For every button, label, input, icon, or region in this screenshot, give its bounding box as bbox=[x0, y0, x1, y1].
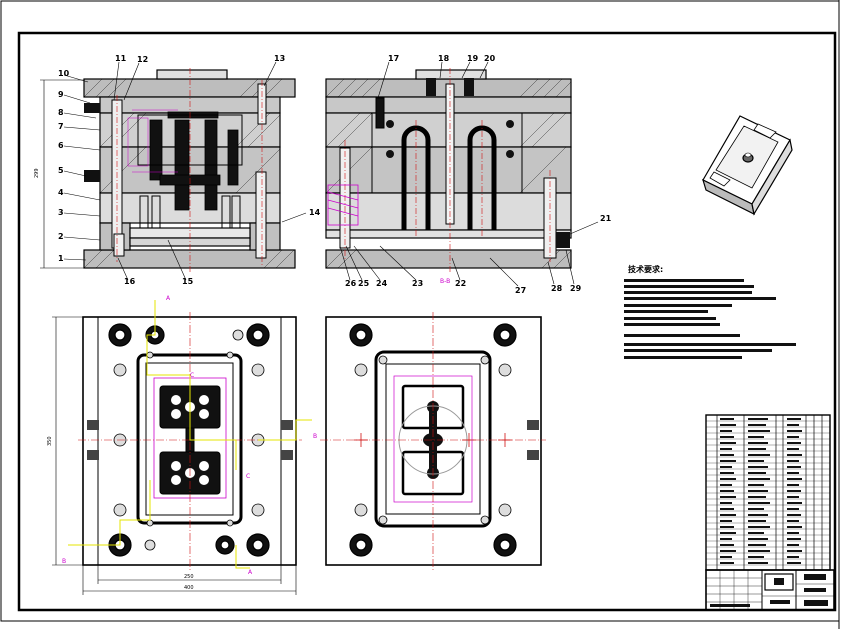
dim-400: 400 bbox=[184, 585, 194, 591]
part-label-19: 19 bbox=[467, 54, 479, 63]
part-label-10: 10 bbox=[58, 69, 70, 78]
part-label-6: 6 bbox=[58, 141, 64, 150]
part-label-18: 18 bbox=[438, 54, 450, 63]
technical-requirements: 技术要求: bbox=[624, 264, 796, 359]
part-label-3: 3 bbox=[58, 208, 64, 217]
part-label-1: 1 bbox=[58, 254, 64, 263]
part-label-25: 25 bbox=[358, 279, 370, 288]
part-label-20: 20 bbox=[484, 54, 496, 63]
part-label-16: 16 bbox=[124, 277, 136, 286]
tech-req-title: 技术要求: bbox=[628, 264, 663, 274]
bottom-right-plan-view bbox=[320, 312, 546, 570]
part-label-8: 8 bbox=[58, 108, 64, 117]
part-label-9: 9 bbox=[58, 90, 64, 99]
part-label-17: 17 bbox=[388, 54, 399, 63]
part-label-22: 22 bbox=[455, 279, 466, 288]
top-left-section-view: 299 10 9 8 7 6 5 4 3 2 1 11 12 13 bbox=[34, 54, 321, 286]
dim-350: 350 bbox=[47, 436, 53, 446]
section-mark-b-right: B bbox=[313, 433, 317, 440]
parts-list-table bbox=[705, 414, 831, 571]
part-label-7: 7 bbox=[58, 122, 64, 131]
part-label-27: 27 bbox=[515, 286, 526, 295]
part-label-2: 2 bbox=[58, 232, 64, 241]
section-mark-c-bottom: C bbox=[246, 473, 250, 480]
part-label-23: 23 bbox=[412, 279, 423, 288]
part-label-11: 11 bbox=[115, 54, 127, 63]
section-mark-a-bottom: A bbox=[248, 569, 253, 576]
part-label-13: 13 bbox=[274, 54, 285, 63]
part-label-5: 5 bbox=[58, 166, 64, 175]
dim-250: 250 bbox=[184, 574, 194, 580]
part-label-28: 28 bbox=[551, 284, 563, 293]
part-label-29: 29 bbox=[570, 284, 582, 293]
part-label-26: 26 bbox=[345, 279, 357, 288]
part-label-24: 24 bbox=[376, 279, 388, 288]
title-block bbox=[705, 569, 835, 611]
part-label-4: 4 bbox=[58, 188, 64, 197]
dim-299: 299 bbox=[34, 168, 40, 178]
section-mark-a-top: A bbox=[166, 295, 171, 302]
bottom-left-plan-view: A A B B C C 350 250 400 bbox=[47, 295, 317, 595]
sheet-inner-border bbox=[17, 31, 837, 612]
part-label-21: 21 bbox=[600, 214, 612, 223]
part-isometric-view bbox=[702, 115, 793, 216]
section-mark-b-left: B bbox=[62, 558, 66, 565]
part-label-15: 15 bbox=[182, 277, 194, 286]
section-mark-c-top: C bbox=[190, 372, 194, 379]
top-right-section-view: 17 18 19 20 21 26 25 24 23 22 27 28 29 B… bbox=[325, 54, 612, 295]
part-label-14: 14 bbox=[309, 208, 321, 217]
section-label-bb: B-B bbox=[440, 278, 450, 285]
part-label-12: 12 bbox=[137, 55, 148, 64]
